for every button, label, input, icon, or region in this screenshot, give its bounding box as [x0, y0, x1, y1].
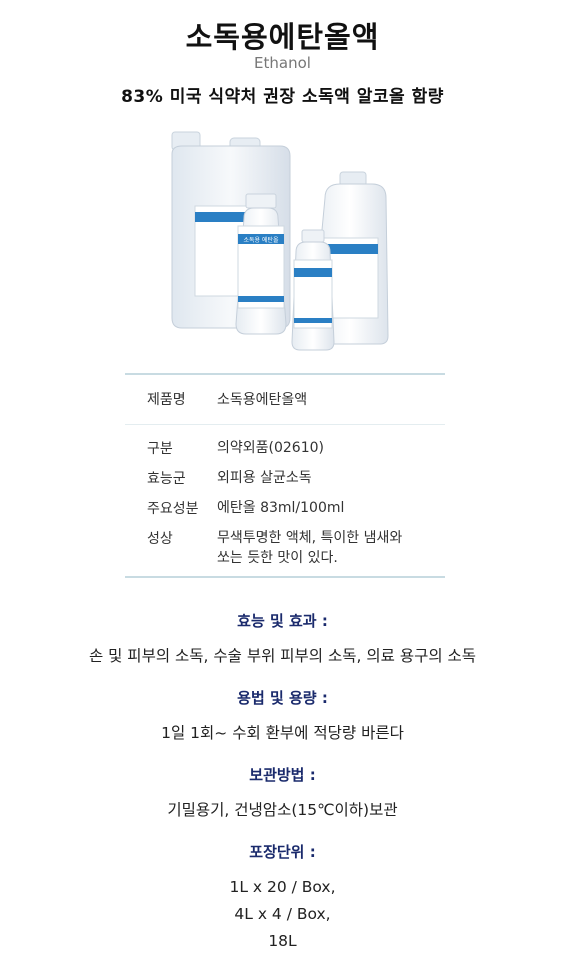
table-row: 제품명 소독용에탄올액	[125, 375, 445, 425]
table-row: 주요성분 에탄올 83ml/100ml	[125, 493, 445, 523]
row-value: 소독용에탄올액	[217, 391, 308, 408]
page-subtitle: Ethanol	[254, 54, 311, 72]
section-heading: 효능 및 효과 :	[237, 612, 328, 630]
section-heading: 용법 및 용량 :	[237, 689, 328, 707]
tagline: 83% 미국 식약처 권장 소독액 알코올 함량	[121, 87, 444, 107]
section-packaging: 포장단위 : 1L x 20 / Box, 4L x 4 / Box, 18L	[0, 841, 565, 955]
packaging-line: 1L x 20 / Box,	[229, 878, 336, 896]
packaging-line: 18L	[268, 932, 297, 950]
table-row: 효능군 외피용 살균소독	[125, 463, 445, 493]
section-body: 1L x 20 / Box, 4L x 4 / Box, 18L	[0, 874, 565, 955]
row-value: 에탄올 83ml/100ml	[217, 500, 345, 516]
section-heading: 보관방법 :	[249, 766, 316, 784]
row-label: 효능군	[147, 471, 186, 487]
packaging-line: 4L x 4 / Box,	[234, 905, 331, 923]
page-title: 소독용에탄올액	[185, 20, 380, 54]
row-label: 성상	[147, 531, 173, 547]
section-body: 1일 1회~ 수회 환부에 적당량 바른다	[161, 724, 404, 742]
section-heading: 포장단위 :	[249, 843, 316, 861]
section-efficacy: 효능 및 효과 : 손 및 피부의 소독, 수술 부위 피부의 소독, 의료 용…	[0, 610, 565, 670]
section-body: 손 및 피부의 소독, 수술 부위 피부의 소독, 의료 용구의 소독	[88, 647, 477, 665]
row-value: 의약외품(02610)	[217, 440, 324, 456]
product-image: 소독용 에탄올	[171, 131, 389, 351]
section-storage: 보관방법 : 기밀용기, 건냉암소(15℃이하)보관	[0, 764, 565, 824]
row-value: 무색투명한 액체, 특이한 냄새와 쏘는 듯한 맛이 있다.	[217, 528, 445, 568]
section-dosage: 용법 및 용량 : 1일 1회~ 수회 환부에 적당량 바른다	[0, 687, 565, 747]
row-label: 제품명	[147, 391, 186, 408]
section-body: 기밀용기, 건냉암소(15℃이하)보관	[167, 801, 398, 819]
product-info-table: 제품명 소독용에탄올액 구분 의약외품(02610) 효능군 외피용 살균소독 …	[125, 373, 445, 578]
table-row: 성상 무색투명한 액체, 특이한 냄새와 쏘는 듯한 맛이 있다.	[125, 523, 445, 568]
bottle-500ml	[291, 229, 335, 351]
row-label: 구분	[147, 441, 173, 457]
table-row: 구분 의약외품(02610)	[125, 433, 445, 463]
row-value-line: 쏘는 듯한 맛이 있다.	[217, 550, 338, 566]
row-label: 주요성분	[147, 501, 199, 517]
bottle-1l: 소독용 에탄올	[235, 193, 287, 335]
label-text: 소독용 에탄올	[243, 236, 279, 244]
row-value-line: 무색투명한 액체, 특이한 냄새와	[217, 530, 403, 546]
row-value: 외피용 살균소독	[217, 470, 312, 486]
